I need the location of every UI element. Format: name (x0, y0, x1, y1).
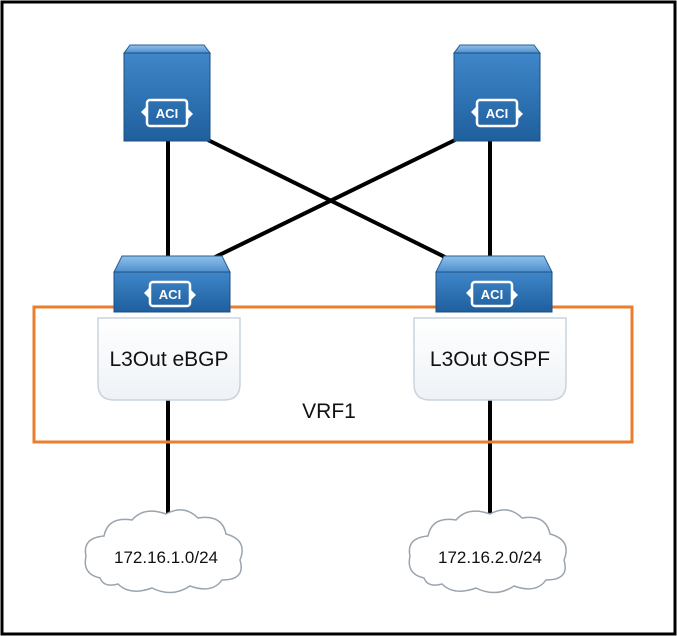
leaf-left-top (113, 255, 231, 273)
leaf-right-badge: ACI (481, 287, 503, 302)
l3out-ospf-box[interactable]: L3Out OSPF (413, 317, 567, 401)
leaf-switch-right[interactable]: ACI (435, 255, 553, 313)
spine-switch-left[interactable]: ACI (123, 44, 211, 142)
spine-right-badge: ACI (486, 106, 508, 121)
spine-right-body (453, 52, 541, 142)
aci-icon: ACI (144, 280, 196, 308)
spine-left-badge: ACI (156, 106, 178, 121)
l3out-ebgp-label: L3Out eBGP (109, 348, 228, 371)
cloud-icon (84, 509, 243, 594)
spine-right-top (453, 44, 541, 54)
cloud-icon (408, 509, 567, 594)
leaf-switch-left[interactable]: ACI (113, 255, 231, 313)
spine-left-top (123, 44, 211, 54)
network-cloud-left[interactable]: 172.16.1.0/24 (84, 509, 243, 594)
vrf-outline (32, 305, 634, 444)
network-left-label: 172.16.1.0/24 (114, 548, 218, 567)
aci-icon: ACI (141, 98, 193, 128)
network-cloud-right[interactable]: 172.16.2.0/24 (408, 509, 567, 594)
aci-icon: ACI (471, 98, 523, 128)
l3out-ospf-label: L3Out OSPF (430, 348, 550, 371)
spine-switch-right[interactable]: ACI (453, 44, 541, 142)
leaf-left-badge: ACI (159, 287, 181, 302)
network-right-label: 172.16.2.0/24 (438, 548, 542, 567)
leaf-right-top (435, 255, 553, 273)
l3out-ebgp-box[interactable]: L3Out eBGP (97, 317, 241, 401)
link-spine-right-leaf-left (204, 138, 456, 264)
links (166, 138, 492, 518)
vrf-label: VRF1 (302, 400, 356, 423)
spine-left-body (123, 52, 211, 142)
aci-icon: ACI (466, 280, 518, 308)
